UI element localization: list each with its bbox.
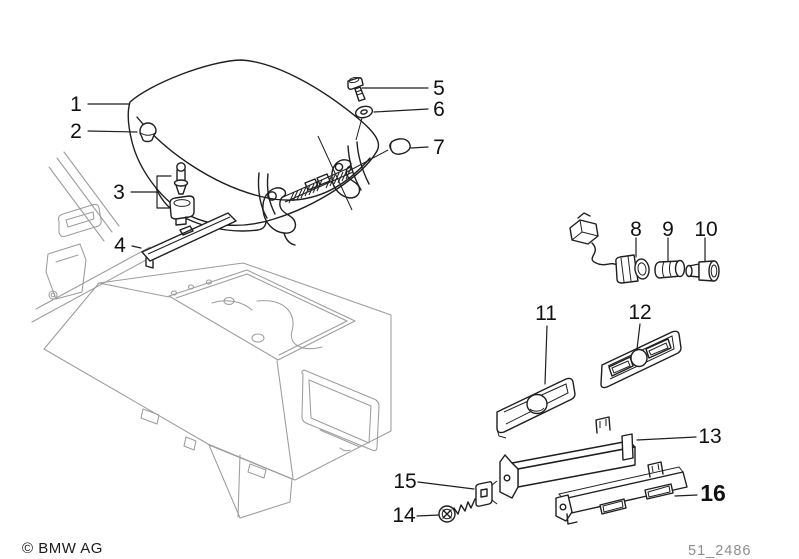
trim-rail-part-4	[141, 212, 237, 269]
callout-14: 14	[392, 504, 416, 527]
bezel-part-11	[496, 377, 576, 439]
center-console-body-drawing	[31, 151, 392, 519]
copyright-text: © BMW AG	[22, 540, 103, 557]
callout-labels: 1 2 3 4 5 6 7 8 9 10 11 12 13 14 15 16	[70, 77, 726, 527]
washer-part-6	[354, 105, 374, 119]
plug-part-10	[685, 260, 720, 282]
lighter-element-part-9	[654, 259, 686, 279]
grommet-part-3-lower	[169, 195, 195, 226]
callout-8: 8	[630, 218, 642, 241]
callout-13: 13	[698, 425, 721, 448]
footer: © BMW AG 51_2486	[22, 540, 751, 559]
screw-part-14	[438, 498, 476, 523]
callout-16: 16	[700, 480, 726, 506]
callout-leader-lines	[87, 87, 706, 517]
callout-11: 11	[535, 302, 557, 325]
carrier-bracket-part-13	[499, 416, 636, 499]
coil-spring-right	[325, 167, 352, 189]
callout-15: 15	[393, 470, 416, 493]
drawing-number: 51_2486	[688, 543, 751, 559]
lighter-socket-cable-part-8	[569, 212, 650, 284]
callout-7: 7	[433, 136, 445, 159]
screw-part-5	[347, 76, 366, 102]
bezel-part-12	[600, 330, 682, 389]
callout-5: 5	[433, 77, 445, 100]
hinge-spring-mechanism-drawing	[262, 117, 389, 246]
callout-12: 12	[628, 301, 651, 324]
coil-spring-left	[288, 179, 323, 204]
cap-part-7	[389, 138, 411, 155]
buffer-cap-part-2	[139, 122, 157, 143]
callout-4: 4	[114, 234, 126, 257]
callout-2: 2	[70, 120, 82, 143]
face-panel-part-16	[555, 461, 688, 525]
armrest-lid-drawing	[127, 59, 380, 232]
clip-nut-part-15	[475, 480, 498, 507]
callout-10: 10	[694, 218, 717, 241]
sensor-clip-part-3-upper	[173, 162, 189, 195]
callout-6: 6	[433, 98, 445, 121]
callout-1: 1	[70, 93, 82, 116]
callout-9: 9	[662, 218, 674, 241]
callout-3: 3	[113, 181, 125, 204]
